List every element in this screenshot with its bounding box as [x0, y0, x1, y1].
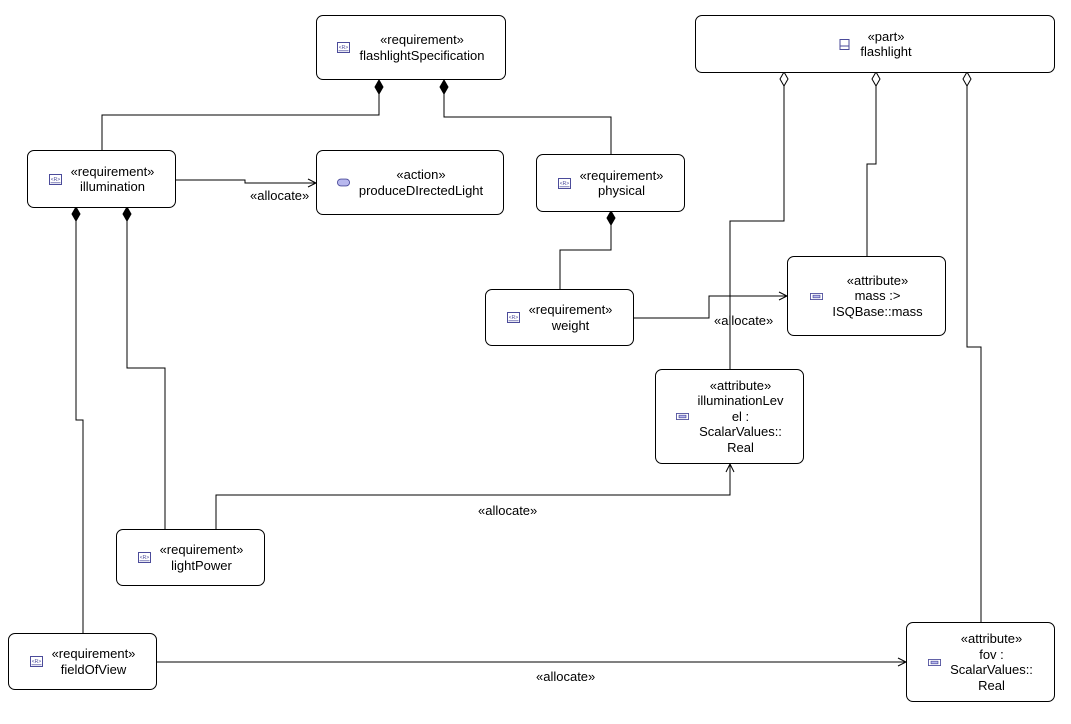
requirement-icon-label: <R>: [559, 181, 569, 187]
node-name: flashlight: [860, 44, 912, 59]
aggregation-flashlight-fov[interactable]: [966, 86, 982, 622]
node-name: physical: [598, 183, 645, 198]
stereotype-label: «requirement»: [579, 167, 664, 183]
node-content: <R> «requirement» lightPower: [137, 542, 244, 573]
node-name-line: ScalarValues::: [699, 424, 782, 440]
node-content: <R> «requirement» physical: [557, 167, 664, 199]
allocate-weight-line[interactable]: [633, 295, 787, 319]
node-content: <R> «requirement» illumination: [48, 163, 155, 195]
node-content: «attribute» mass :> ISQBase::mass: [810, 272, 923, 320]
node-name: illumination: [79, 179, 146, 194]
allocate-label-illumination: «allocate»: [250, 188, 310, 203]
attribute-icon: [810, 291, 824, 302]
stereotype-label: «attribute»: [709, 377, 772, 393]
node-name-line: Real: [978, 677, 1005, 693]
requirement-icon: <R>: [506, 312, 520, 323]
stereotype-label: «action»: [396, 167, 446, 182]
node-physical[interactable]: <R> «requirement» physical: [536, 154, 685, 212]
aggregation-flashlight-illuminationlevel[interactable]: [729, 86, 785, 369]
stereotype-label: «requirement»: [159, 542, 244, 557]
composition-spec-physical[interactable]: [443, 94, 612, 154]
composition-illumination-lightpower[interactable]: [126, 221, 166, 529]
allocate-label-lightpower: «allocate»: [478, 503, 538, 518]
requirement-icon: <R>: [557, 177, 571, 189]
node-content: <R> «requirement» weight: [506, 302, 613, 333]
node-name-line: ScalarValues::: [950, 662, 1033, 677]
aggregation-diamond: [962, 70, 972, 88]
stereotype-label: «requirement»: [70, 163, 155, 179]
stereotype-label: «requirement»: [528, 302, 613, 317]
aggregation-diamond: [871, 70, 881, 88]
stereotype-label: «requirement»: [380, 32, 464, 47]
stereotype-label: «attribute»: [960, 631, 1023, 646]
composition-physical-weight[interactable]: [559, 225, 612, 289]
stereotype-label: «part»: [867, 28, 905, 44]
node-content: <R> «requirement» flashlightSpecificatio…: [337, 32, 485, 63]
node-fov[interactable]: «attribute» fov : ScalarValues:: Real: [906, 622, 1055, 702]
arrowhead: [725, 462, 735, 473]
node-name-line: Real: [727, 439, 754, 455]
node-flashlight[interactable]: «part» flashlight: [695, 15, 1055, 73]
requirement-icon: <R>: [337, 42, 351, 53]
composition-diamond: [71, 205, 81, 223]
node-name: fieldOfView: [60, 661, 127, 677]
composition-spec-illumination[interactable]: [101, 94, 380, 150]
allocate-lightpower-line[interactable]: [215, 464, 731, 529]
node-producedirectedlight[interactable]: «action» produceDIrectedLight: [316, 150, 504, 215]
node-name-line: ISQBase::mass: [832, 303, 923, 319]
requirement-icon: <R>: [137, 552, 151, 563]
node-weight[interactable]: <R> «requirement» weight: [485, 289, 634, 346]
node-content: <R> «requirement» fieldOfView: [29, 646, 136, 677]
node-name-line: fov :: [979, 646, 1004, 662]
requirement-icon: <R>: [29, 656, 43, 667]
part-icon: [838, 38, 851, 50]
requirement-icon-label: <R>: [339, 45, 349, 51]
composition-illumination-fieldofview[interactable]: [75, 221, 84, 633]
node-name-line: mass :>: [854, 288, 901, 304]
attribute-icon: [928, 657, 942, 668]
requirement-icon-label: <R>: [139, 555, 149, 561]
requirement-icon-label: <R>: [31, 659, 41, 665]
node-name: lightPower: [171, 557, 232, 573]
stereotype-label: «attribute»: [846, 272, 909, 288]
requirement-icon-label: <R>: [50, 177, 60, 183]
node-name-line: illuminationLev: [697, 393, 784, 409]
action-icon: [336, 177, 350, 188]
allocate-label-weight: «allocate»: [714, 313, 774, 328]
node-content: «action» produceDIrectedLight: [336, 167, 484, 198]
node-fieldofview[interactable]: <R> «requirement» fieldOfView: [8, 633, 157, 690]
composition-diamond: [439, 78, 449, 96]
composition-diamond: [606, 209, 616, 227]
allocate-label-fieldofview: «allocate»: [536, 669, 596, 684]
requirement-icon-label: <R>: [508, 315, 518, 321]
node-name-line: el :: [731, 408, 750, 424]
node-illuminationlevel[interactable]: «attribute» illuminationLev el : ScalarV…: [655, 369, 804, 464]
aggregation-diamond: [779, 70, 789, 88]
aggregation-flashlight-mass[interactable]: [866, 86, 877, 256]
allocate-illumination-line[interactable]: [175, 179, 316, 184]
node-content: «attribute» fov : ScalarValues:: Real: [928, 631, 1033, 693]
node-content: «part» flashlight: [838, 28, 912, 60]
composition-diamond: [122, 205, 132, 223]
node-name: produceDIrectedLight: [358, 182, 484, 198]
stereotype-label: «requirement»: [51, 646, 136, 661]
attribute-icon: [675, 411, 689, 422]
node-lightpower[interactable]: <R> «requirement» lightPower: [116, 529, 265, 586]
requirement-icon: <R>: [48, 173, 62, 185]
node-mass[interactable]: «attribute» mass :> ISQBase::mass: [787, 256, 946, 336]
node-content: «attribute» illuminationLev el : ScalarV…: [675, 377, 784, 456]
composition-diamond: [374, 78, 384, 96]
node-flashlightspecification[interactable]: <R> «requirement» flashlightSpecificatio…: [316, 15, 506, 80]
node-name: flashlightSpecification: [359, 47, 485, 63]
node-name: weight: [551, 317, 590, 333]
node-illumination[interactable]: <R> «requirement» illumination: [27, 150, 176, 208]
